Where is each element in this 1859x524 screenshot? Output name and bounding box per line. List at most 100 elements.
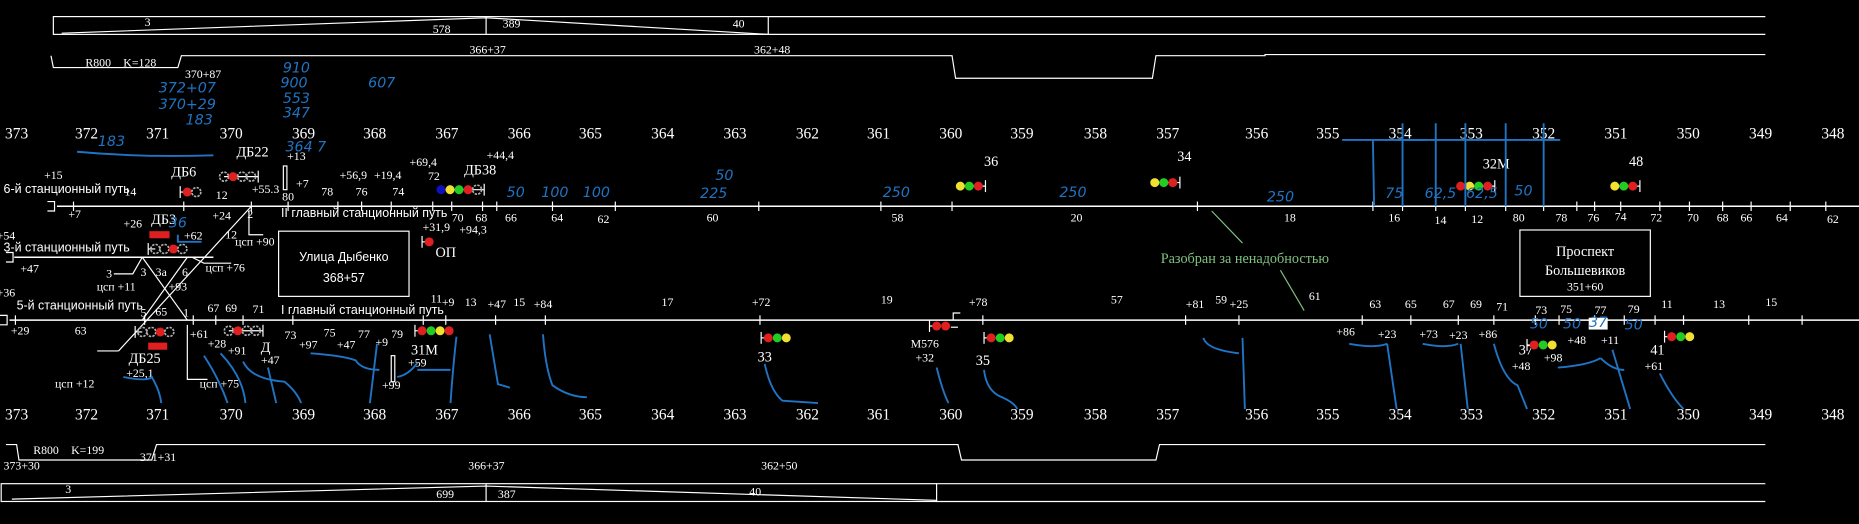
track-label: 19 [881, 292, 893, 306]
shunt-indicator-icon [148, 342, 168, 350]
track-label: 68 [1717, 211, 1729, 225]
km-post-label: 348 [1821, 126, 1844, 143]
km-post-label: 361 [867, 126, 890, 143]
track-label: 71 [1496, 300, 1508, 314]
handwritten-stroke [763, 363, 819, 405]
track-label: ДБ22 [236, 144, 268, 160]
signal-ДБ38 [436, 183, 485, 196]
km-post-label: 350 [1677, 126, 1700, 143]
track-label: 72 [428, 169, 440, 183]
track-label: 64 [551, 211, 563, 225]
track-label: +47 [337, 338, 356, 352]
track-label: +86 [1336, 325, 1355, 339]
km-post-label: 357 [1156, 126, 1179, 143]
track-label: +24 [212, 208, 231, 222]
signal-lamp-red-icon [463, 185, 473, 195]
picket-label: 371+31 [140, 450, 176, 464]
km-post-label: 357 [1156, 407, 1179, 424]
track-label: +56,9 [340, 168, 367, 182]
track-label: 3 [140, 265, 146, 279]
track-label: 76 [1588, 211, 1600, 225]
note-leader [1279, 269, 1305, 311]
km-post-label: 367 [435, 126, 458, 143]
handwritten-box [1588, 317, 1608, 330]
km-post-label: 372 [75, 126, 98, 143]
track-label: 76 [356, 185, 368, 199]
track-label: 69 [225, 301, 237, 315]
track-label: 34 [1177, 149, 1191, 165]
handwritten-note: 36 [169, 216, 187, 232]
km-post-label: 354 [1389, 126, 1412, 143]
km-post-label: 365 [579, 407, 602, 424]
track-label: +23 [1378, 327, 1397, 341]
picket-label: 366+37 [469, 42, 505, 56]
signal-lamp-yellow-icon [1610, 181, 1620, 191]
curve-radius: R800 [85, 55, 111, 69]
track-label: 35 [976, 353, 990, 369]
km-post-label: 349 [1749, 126, 1772, 143]
track-label: 3а [156, 265, 168, 279]
track-label: 11 [431, 291, 442, 305]
track-label: +28 [208, 336, 227, 350]
handwritten-note: 910 [283, 60, 310, 76]
handwritten-note: 372+07 [159, 80, 216, 96]
gradient-length: 699 [436, 487, 454, 501]
track-label: 12 [216, 188, 228, 202]
handwritten-stroke [488, 334, 511, 389]
track-label: +73 [1419, 327, 1438, 341]
track-label: +11 [1601, 333, 1619, 347]
track-label: 64 [1776, 211, 1788, 225]
station-box [1519, 229, 1651, 297]
track-label: 62 [1827, 212, 1839, 226]
track-label: +72 [752, 295, 771, 309]
km-post-label: 369 [292, 126, 315, 143]
km-post-label: 360 [939, 407, 962, 424]
handwritten-stroke [1371, 139, 1376, 207]
track-name: I главный станционный путь [281, 303, 444, 317]
track-label: 71 [253, 302, 265, 316]
handwritten-note: 50 [1530, 316, 1548, 332]
track-label: 65 [155, 304, 167, 318]
buffer-stop [0, 314, 8, 326]
curve-k: K=199 [71, 443, 104, 457]
track-label: +19,4 [374, 168, 401, 182]
track-label: 1 [183, 306, 189, 320]
km-post-label: 356 [1245, 407, 1268, 424]
track-label: +13 [287, 149, 306, 163]
handwritten-note: 50 [715, 168, 733, 184]
track-label: +54 [0, 228, 15, 242]
track-label: 80 [282, 189, 294, 203]
signal-lamp-red-icon [168, 244, 178, 254]
track-name: II главный станционный путь [281, 206, 447, 220]
curve-radius: R800 [33, 443, 59, 457]
signal-lamp-green-icon [1676, 332, 1686, 342]
signal-lamp-green-icon [772, 333, 782, 343]
handwritten-note: 183 [98, 134, 125, 150]
handwritten-note: 250 [883, 185, 910, 201]
signal-lamp-gray-icon [149, 243, 161, 255]
track-label: +23 [1449, 328, 1468, 342]
track-label: 69 [1470, 297, 1482, 311]
track-label: +25 [1230, 297, 1249, 311]
km-post-label: 373 [5, 126, 28, 143]
shunt-indicator-icon [149, 231, 170, 239]
track-label: ДБ3 [151, 212, 176, 228]
picket-label: 373+30 [4, 458, 40, 472]
km-post-label: 367 [435, 407, 458, 424]
handwritten-note: 100 [541, 185, 568, 201]
km-post-label: 363 [724, 407, 747, 424]
track-label: 72 [1650, 211, 1662, 225]
catch-track [113, 256, 143, 275]
track-label: +61 [1645, 359, 1664, 373]
track-label: +61 [190, 327, 209, 341]
track-label: +98 [1544, 351, 1563, 365]
track-label: 18 [1284, 211, 1296, 225]
signal-48 [1610, 180, 1641, 193]
track-label: 66 [1740, 211, 1752, 225]
crossover [141, 256, 188, 321]
curve-top: R800 K=128 370+87 [50, 53, 1766, 81]
km-post-label: 351 [1604, 407, 1627, 424]
track-label: +15 [44, 168, 63, 182]
